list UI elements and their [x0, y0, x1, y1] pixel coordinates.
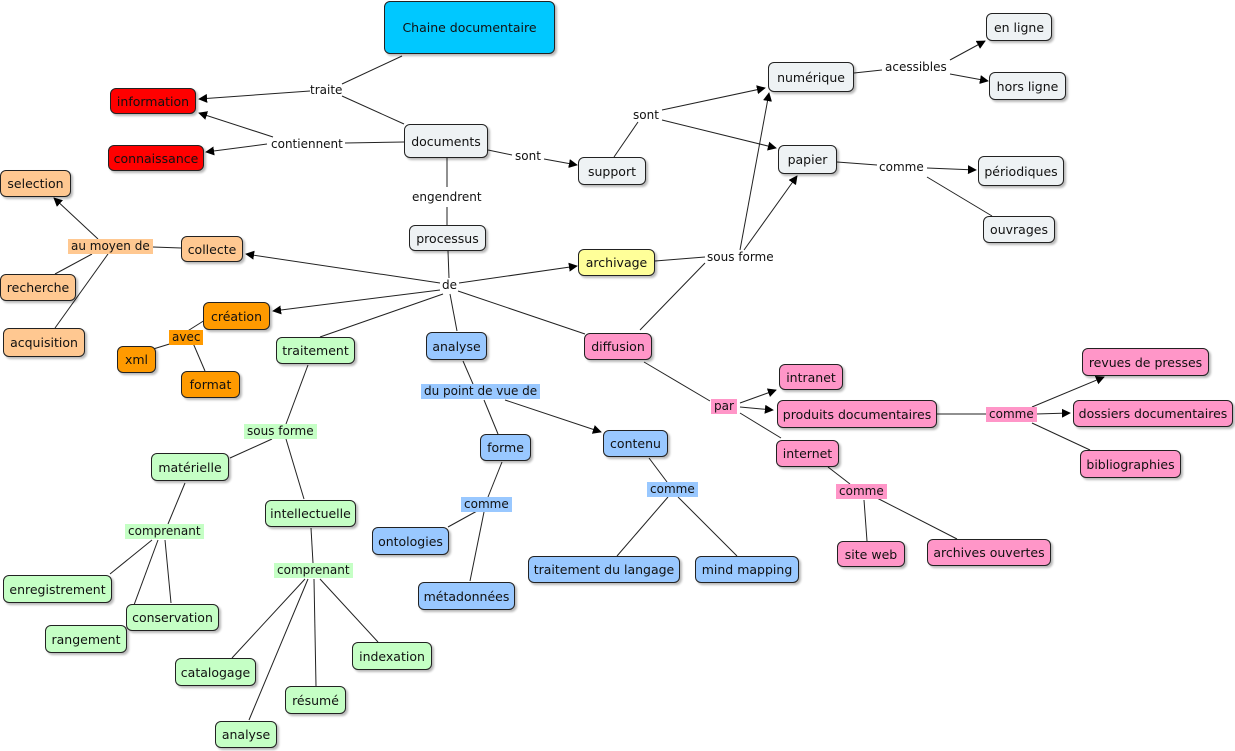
link-comme-internet: comme — [836, 484, 887, 499]
link-sont-types: sont — [633, 108, 659, 122]
concept-indexation[interactable]: indexation — [352, 642, 432, 670]
link-comme-forme: comme — [461, 497, 512, 512]
concept-selection[interactable]: selection — [0, 170, 71, 197]
concept-diffusion[interactable]: diffusion — [584, 333, 652, 360]
link-au-moyen-de: au moyen de — [68, 239, 153, 254]
concept-archives-ouvertes[interactable]: archives ouvertes — [927, 539, 1051, 566]
concept-enregistrement[interactable]: enregistrement — [3, 575, 112, 603]
concept-resume[interactable]: résumé — [285, 686, 346, 714]
concept-ontologies[interactable]: ontologies — [372, 527, 449, 555]
concept-acquisition[interactable]: acquisition — [3, 328, 85, 357]
concept-materielle[interactable]: matérielle — [151, 453, 229, 481]
link-comme-produits: comme — [986, 407, 1037, 422]
concept-conservation[interactable]: conservation — [126, 604, 219, 631]
concept-site-web[interactable]: site web — [837, 541, 905, 567]
link-sous-forme-archivage: sous forme — [707, 250, 774, 264]
link-comprenant-materielle: comprenant — [125, 524, 204, 539]
concept-archivage[interactable]: archivage — [578, 249, 655, 276]
concept-traitement[interactable]: traitement — [276, 337, 355, 364]
link-avec: avec — [169, 330, 204, 345]
link-comme-papier: comme — [879, 160, 924, 174]
concept-periodiques[interactable]: périodiques — [978, 156, 1064, 186]
link-par: par — [711, 399, 737, 414]
concept-support[interactable]: support — [578, 157, 646, 185]
concept-internet[interactable]: internet — [776, 440, 839, 467]
concept-hors-ligne[interactable]: hors ligne — [989, 72, 1066, 100]
concept-papier[interactable]: papier — [778, 145, 837, 174]
concept-intranet[interactable]: intranet — [779, 364, 843, 390]
link-acessibles: acessibles — [885, 60, 947, 74]
link-du-point-de-vue-de: du point de vue de — [421, 384, 541, 399]
concept-intellectuelle[interactable]: intellectuelle — [265, 500, 356, 527]
concept-rangement[interactable]: rangement — [45, 625, 127, 653]
concept-creation[interactable]: création — [203, 302, 270, 330]
link-de: de — [442, 278, 457, 292]
concept-bibliographies[interactable]: bibliographies — [1080, 450, 1181, 478]
concept-documents[interactable]: documents — [404, 124, 488, 158]
link-comprenant-intellectuelle: comprenant — [274, 563, 353, 578]
concept-traitement-du-langage[interactable]: traitement du langage — [528, 556, 680, 583]
concept-catalogage[interactable]: catalogage — [175, 658, 256, 686]
concept-ouvrages[interactable]: ouvrages — [983, 216, 1055, 243]
concept-connaissance[interactable]: connaissance — [108, 145, 204, 171]
link-sous-forme-traitement: sous forme — [244, 424, 317, 439]
concept-numerique[interactable]: numérique — [768, 62, 854, 92]
concept-processus[interactable]: processus — [409, 225, 486, 251]
concept-revues-de-presses[interactable]: revues de presses — [1082, 348, 1209, 376]
concept-contenu[interactable]: contenu — [603, 430, 668, 457]
concept-metadonnees[interactable]: métadonnées — [418, 582, 515, 610]
link-engendrent: engendrent — [412, 190, 482, 204]
concept-analyse[interactable]: analyse — [426, 332, 487, 360]
link-comme-contenu: comme — [647, 482, 698, 497]
concept-information[interactable]: information — [110, 88, 196, 114]
concept-recherche[interactable]: recherche — [0, 274, 76, 301]
link-sont-support: sont — [515, 149, 541, 163]
concept-analyse-intellectuelle[interactable]: analyse — [215, 721, 277, 748]
concept-forme[interactable]: forme — [480, 434, 531, 461]
concept-mind-mapping[interactable]: mind mapping — [695, 556, 799, 583]
concept-produits-documentaires[interactable]: produits documentaires — [777, 400, 937, 428]
link-traite: traite — [310, 83, 343, 97]
concept-xml[interactable]: xml — [117, 346, 156, 373]
link-contiennent: contiennent — [271, 137, 343, 151]
concept-collecte[interactable]: collecte — [181, 236, 243, 262]
concept-format[interactable]: format — [181, 371, 240, 398]
concept-chaine-documentaire[interactable]: Chaine documentaire — [384, 1, 555, 54]
concept-dossiers-documentaires[interactable]: dossiers documentaires — [1073, 400, 1233, 427]
concept-en-ligne[interactable]: en ligne — [986, 13, 1052, 41]
